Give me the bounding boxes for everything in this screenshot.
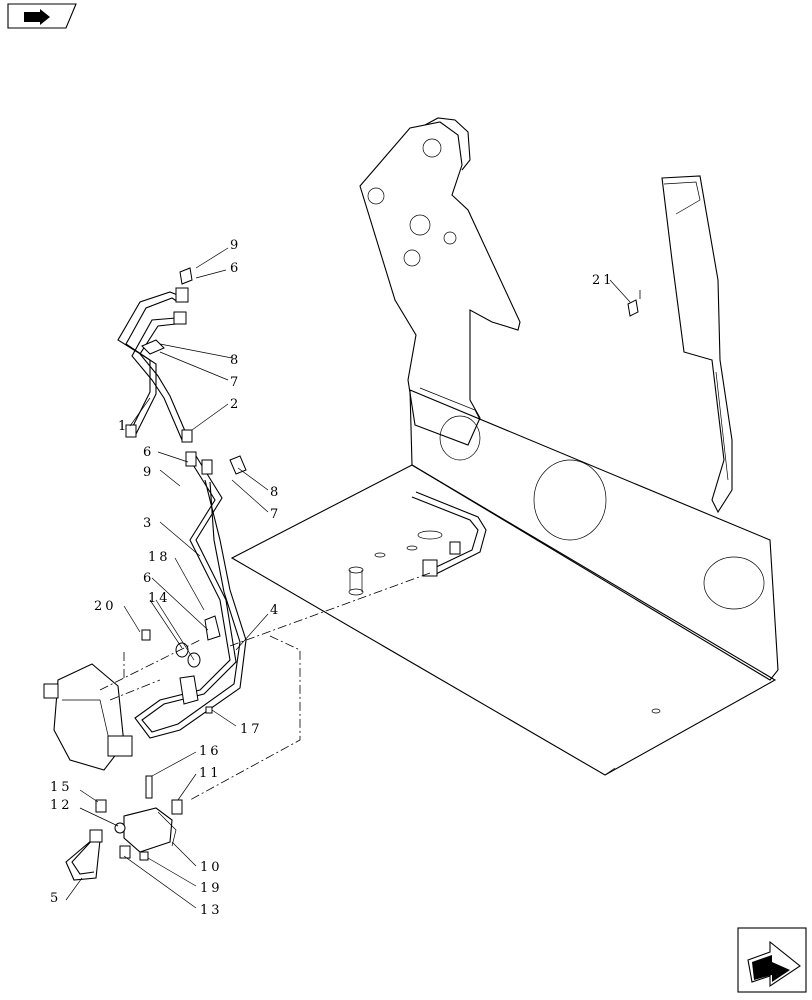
callout-11: 11 <box>199 766 222 781</box>
callout-4: 4 <box>270 603 281 618</box>
callout-10: 10 <box>200 860 223 875</box>
callout-16: 16 <box>199 744 222 759</box>
callout-7-top: 7 <box>230 375 241 390</box>
callout-14: 14 <box>148 591 171 606</box>
side-panel <box>661 175 733 514</box>
callout-6-top: 6 <box>230 261 241 276</box>
clip-part <box>627 299 639 317</box>
callout-8-mid: 8 <box>270 485 281 500</box>
hose-assembly-middle <box>134 451 247 739</box>
callout-3: 3 <box>143 516 154 531</box>
leader-lines <box>65 247 631 909</box>
callout-2: 2 <box>230 397 241 412</box>
callout-21: 21 <box>592 273 615 288</box>
loop-hose <box>65 835 101 881</box>
callout-6-mid: 6 <box>143 445 154 460</box>
connection-lines <box>99 290 641 801</box>
callout-5: 5 <box>50 891 61 906</box>
next-page-icon[interactable] <box>737 927 807 993</box>
callout-20: 20 <box>94 599 117 614</box>
callout-6-low: 6 <box>143 571 154 586</box>
control-valve <box>43 629 151 771</box>
main-frame <box>230 117 779 776</box>
callout-8-top: 8 <box>230 353 241 368</box>
callout-17: 17 <box>240 722 263 737</box>
callout-9-top: 9 <box>230 238 241 253</box>
callout-7-mid: 7 <box>270 507 281 522</box>
callout-labels: 1 2 3 4 5 6 6 6 7 7 8 8 9 9 10 11 12 13 … <box>50 238 615 918</box>
callout-19: 19 <box>200 881 223 896</box>
callout-12: 12 <box>50 798 73 813</box>
callout-18: 18 <box>148 550 171 565</box>
callout-13: 13 <box>200 903 223 918</box>
callout-9-mid: 9 <box>143 465 154 480</box>
callout-1: 1 <box>118 419 129 434</box>
lower-valve-block <box>95 706 213 861</box>
hose-assembly-upper <box>117 267 193 443</box>
callout-15: 15 <box>50 780 73 795</box>
previous-page-icon[interactable] <box>7 3 77 29</box>
